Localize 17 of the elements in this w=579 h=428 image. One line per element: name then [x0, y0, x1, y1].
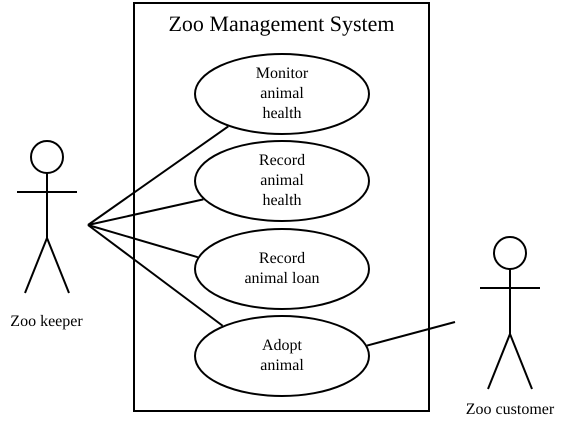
use-case-ellipse: [194, 315, 370, 397]
use-case-ellipse: [194, 140, 370, 222]
actor-label: Zoo customer: [464, 400, 556, 420]
use-case-label: Adopt animal: [259, 336, 305, 376]
system-title: Zoo Management System: [167, 10, 396, 38]
association-line: [87, 224, 224, 327]
use-case-label: Monitor animal health: [254, 64, 310, 124]
system-boundary: [133, 2, 430, 412]
use-case-label: Record animal loan: [244, 249, 320, 289]
association-line: [87, 126, 229, 226]
association-line: [88, 224, 198, 258]
actor-label: Zoo keeper: [9, 312, 84, 332]
use-case-ellipse: [194, 53, 370, 135]
use-case-ellipse: [194, 228, 370, 310]
association-line: [366, 321, 456, 347]
use-case-label: Record animal health: [258, 151, 306, 211]
association-line: [88, 198, 204, 226]
